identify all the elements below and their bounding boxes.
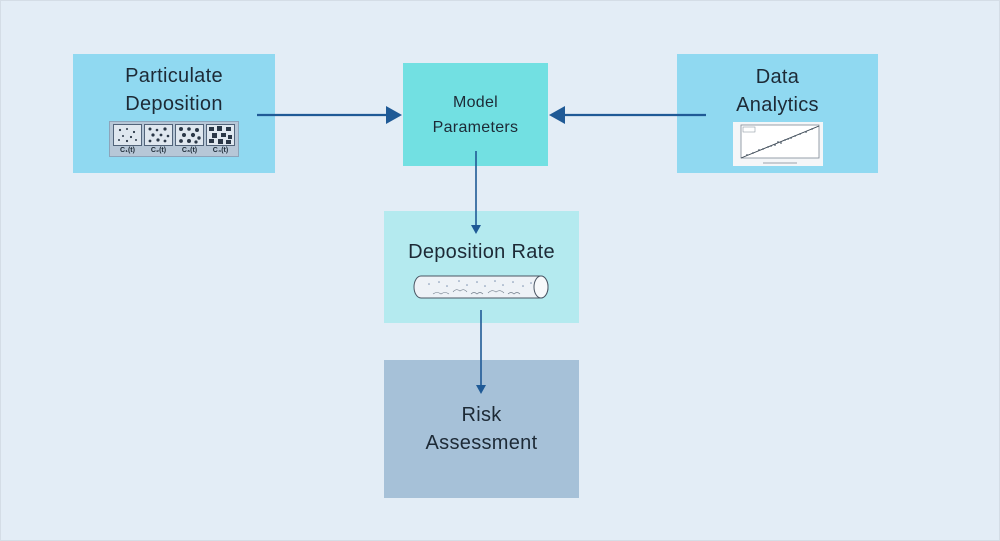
particle-densest-image — [206, 124, 235, 146]
model-title-line1: Model — [452, 93, 499, 111]
risk-assessment-title: Risk Assessment — [426, 401, 538, 457]
particle-label-c4: C₄(t) — [212, 147, 229, 154]
particle-dense-image — [175, 124, 204, 146]
particle-medium-image — [144, 124, 173, 146]
particulate-deposition-title: Particulate Deposition — [125, 62, 223, 118]
particle-concentration-panel: C₁(t) C₂(t) C₃(t) — [109, 121, 239, 157]
arrow-deposition-to-risk — [476, 310, 486, 394]
analytics-title-line2: Analytics — [736, 94, 819, 116]
analytics-title-line1: Data — [755, 66, 800, 88]
node-model-parameters: Model Parameters — [403, 63, 548, 166]
risk-title-line2: Assessment — [425, 432, 538, 454]
particle-label-c1: C₁(t) — [120, 147, 135, 154]
scatter-plot-image — [732, 122, 823, 166]
arrow-particulate-to-model — [257, 106, 402, 124]
node-data-analytics: Data Analytics — [677, 54, 878, 173]
particle-cell-3: C₃(t) — [174, 124, 205, 156]
particle-label-c2: C₂(t) — [150, 147, 167, 154]
model-parameters-title: Model Parameters — [433, 90, 519, 140]
arrow-analytics-to-model — [549, 106, 706, 124]
pipe-deposition-image — [413, 275, 548, 299]
scatter-plot-thumbnail — [732, 122, 823, 171]
risk-title-line1: Risk — [461, 404, 502, 426]
particulate-title-line1: Particulate — [125, 65, 223, 87]
pipe-deposition-thumbnail — [413, 272, 551, 307]
particle-label-c3: C₃(t) — [181, 147, 198, 154]
node-particulate-deposition: Particulate Deposition C₁(t) — [73, 54, 275, 173]
model-title-line2: Parameters — [432, 118, 519, 136]
arrow-model-to-deposition — [471, 151, 481, 234]
particulate-title-line2: Deposition — [125, 93, 223, 115]
node-deposition-rate: Deposition Rate — [384, 211, 579, 323]
particle-cell-2: C₂(t) — [143, 124, 174, 156]
particle-sparse-image — [113, 124, 142, 146]
particle-cell-4: C₄(t) — [205, 124, 236, 156]
deposition-rate-title: Deposition Rate — [408, 241, 555, 263]
particle-cell-1: C₁(t) — [112, 124, 143, 156]
data-analytics-title: Data Analytics — [736, 63, 819, 119]
